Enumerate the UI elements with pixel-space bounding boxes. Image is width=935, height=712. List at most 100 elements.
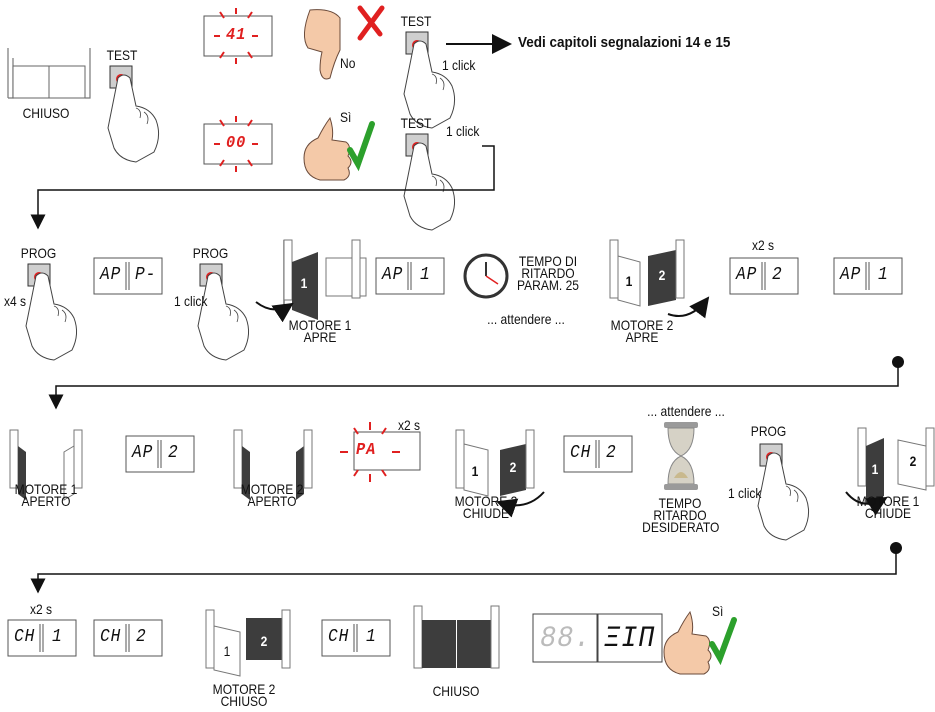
- leaf-number: 1: [223, 643, 231, 659]
- gate-motor2-opening-icon: [609, 239, 710, 319]
- gate-motor1-closing-icon: [845, 427, 935, 516]
- thumbs-down-icon: [304, 9, 341, 80]
- display-pa-icon: [340, 422, 421, 482]
- motor1-open-label: MOTORE 1: [14, 481, 78, 497]
- display-text-a: CH: [328, 627, 350, 647]
- error-code-display: 41: [226, 26, 247, 45]
- flow-connector-1: [30, 145, 495, 230]
- prog-label: PROG: [192, 245, 229, 261]
- motor2-opens-label: MOTORE 2: [610, 317, 674, 333]
- gate-motor1-opening-icon: [255, 239, 367, 323]
- display-error-icon: [203, 8, 273, 64]
- closed-gate-icon: [7, 48, 91, 99]
- gate-motor1-open-icon: [9, 429, 83, 501]
- display-ap-1-icon: [833, 257, 903, 295]
- hourglass-icon: [664, 422, 698, 490]
- display-text-b: 1: [420, 265, 431, 285]
- leaf-number: 1: [471, 463, 479, 479]
- delay-label-3: PARAM. 25: [516, 277, 580, 293]
- test-label: TEST: [400, 115, 432, 131]
- one-click-label: 1 click: [442, 57, 476, 73]
- gate-motor2-closing-icon: [455, 429, 545, 518]
- display-ap-2-icon: [729, 257, 799, 295]
- display-ch-2-icon: [563, 435, 633, 473]
- green-check-icon: [347, 121, 375, 172]
- leaf-number: 2: [909, 453, 917, 469]
- gate-closed-label: CHIUSO: [432, 683, 480, 699]
- display-ch-2-icon: [93, 619, 163, 657]
- thumbs-up-icon: [663, 610, 712, 675]
- seven-segment-display-icon: [532, 613, 663, 663]
- leaf-number: 1: [625, 273, 633, 289]
- motor2-open-label-2: APERTO: [247, 493, 297, 509]
- x2s-label: x2 s: [30, 601, 53, 617]
- closed-gate-dark-icon: [413, 605, 500, 669]
- desired-delay-label-1: TEMPO: [658, 495, 702, 511]
- leaf-number: 2: [260, 633, 268, 649]
- display-text-b: 2: [772, 265, 783, 285]
- motor1-closes-label-2: CHIUDE: [864, 505, 912, 521]
- si-label: Sì: [712, 603, 724, 619]
- desired-delay-label-3: DESIDERATO: [642, 519, 720, 535]
- display-ok-icon: [203, 116, 273, 172]
- prog-label: PROG: [20, 245, 57, 261]
- display-text-b: 2: [136, 627, 147, 647]
- display-ap-1-icon: [375, 257, 445, 295]
- display-ap-p-icon: [93, 257, 163, 295]
- si-label: Sì: [340, 109, 352, 125]
- one-click-label: 1 click: [728, 485, 762, 501]
- motor2-opens-label-2: APRE: [625, 329, 659, 345]
- gate-motor2-closed-icon: [205, 609, 291, 677]
- display-text-a: AP: [100, 265, 122, 285]
- leaf-number: 1: [300, 275, 308, 291]
- test-button-icon: [403, 31, 456, 129]
- thumbs-up-icon: [303, 116, 352, 181]
- display-text-b: 2: [168, 443, 179, 463]
- x2s-label: x2 s: [398, 417, 421, 433]
- delay-label-2: RITARDO: [521, 265, 575, 281]
- motor1-opens-label: MOTORE 1: [288, 317, 352, 333]
- motor2-open-label: MOTORE 2: [240, 481, 304, 497]
- wait-label: ... attendere ...: [647, 403, 725, 419]
- gate-closed-label: CHIUSO: [22, 105, 70, 121]
- one-click-label: 1 click: [446, 123, 480, 139]
- display-ch-1-icon: [7, 619, 77, 657]
- green-check-icon: [709, 617, 737, 666]
- test-label: TEST: [400, 13, 432, 29]
- segment-right-text: ΞΙΠ: [604, 622, 656, 656]
- clock-icon: [463, 253, 509, 299]
- display-text-b: 1: [878, 265, 889, 285]
- motor1-open-label-2: APERTO: [21, 493, 71, 509]
- wait-label: ... attendere ...: [487, 311, 565, 327]
- test-label: TEST: [106, 47, 138, 63]
- leaf-number: 2: [509, 459, 517, 475]
- gate-both-open-icon: [233, 429, 313, 500]
- prog-button-icon: [25, 263, 78, 361]
- motor2-closes-label: MOTORE 2: [454, 493, 518, 509]
- display-text-a: AP: [840, 265, 862, 285]
- display-text-b: 1: [366, 627, 377, 647]
- motor2-closes-label-2: CHIUDE: [462, 505, 510, 521]
- motor1-opens-label-2: APRE: [303, 329, 337, 345]
- pa-code-display: PA: [356, 441, 377, 460]
- display-ap-2-icon: [125, 435, 195, 473]
- prog-button-icon: [757, 443, 810, 541]
- ok-code-display: 00: [226, 134, 247, 153]
- display-text-b: 2: [606, 443, 617, 463]
- motor2-closed-label: MOTORE 2: [212, 681, 276, 697]
- display-text-a: CH: [570, 443, 592, 463]
- x2s-label: x2 s: [752, 237, 775, 253]
- x4s-label: x4 s: [4, 293, 27, 309]
- red-x-icon: [357, 5, 385, 41]
- display-text-a: CH: [100, 627, 122, 647]
- display-text-a: CH: [14, 627, 36, 647]
- prog-button-icon: [197, 263, 250, 361]
- display-ch-1-icon: [321, 619, 391, 657]
- display-text-b: P-: [135, 265, 157, 285]
- display-text-a: AP: [736, 265, 758, 285]
- display-text-b: 1: [52, 627, 63, 647]
- one-click-label: 1 click: [174, 293, 208, 309]
- flow-connector-2: [48, 356, 904, 410]
